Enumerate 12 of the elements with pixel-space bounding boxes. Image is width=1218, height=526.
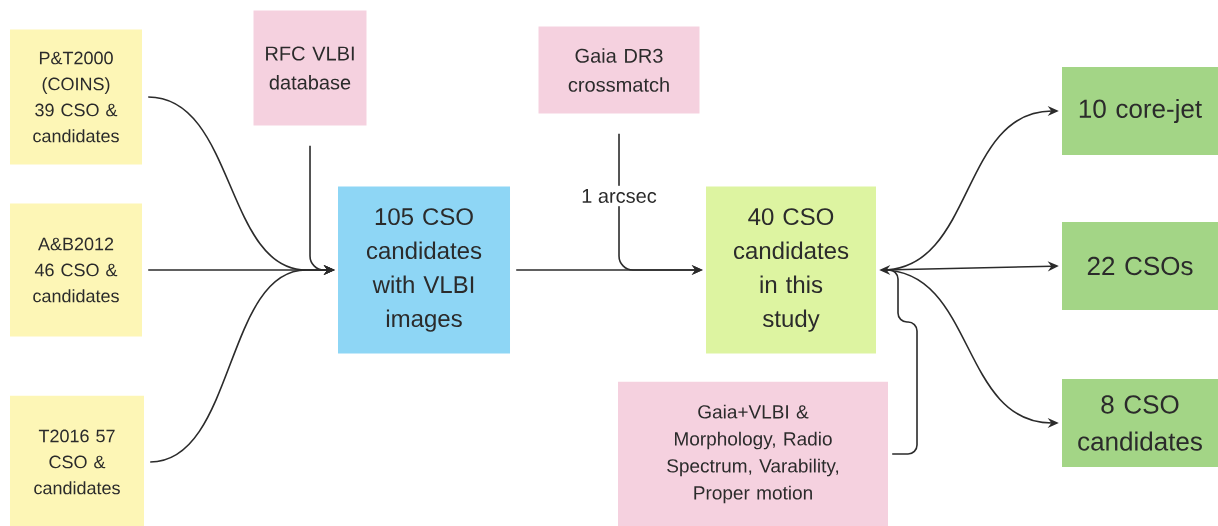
sticky-note: A&B2012 46 CSO & candidates — [10, 203, 142, 337]
sticky-note: T2016 57 CSO & candidates — [10, 395, 144, 526]
sticky-note: 8 CSO candidates — [1062, 379, 1218, 467]
edge-label: 1 arcsec — [578, 185, 660, 207]
sticky-note: Gaia+VLBI & Morphology, Radio Spectrum, Varability, Proper motion — [618, 381, 888, 526]
sticky-note: 22 CSOs — [1062, 222, 1218, 310]
sticky-note: Gaia DR3 crossmatch — [538, 26, 700, 114]
sticky-note: P&T2000 (COINS) 39 CSO & candidates — [10, 29, 142, 165]
sticky-note: 40 CSO candidates in this study — [706, 186, 876, 354]
sticky-note: 105 CSO candidates with VLBI images — [338, 186, 510, 354]
sticky-note: 10 core-jet — [1062, 67, 1218, 155]
sticky-note: RFC VLBI database — [253, 10, 367, 126]
